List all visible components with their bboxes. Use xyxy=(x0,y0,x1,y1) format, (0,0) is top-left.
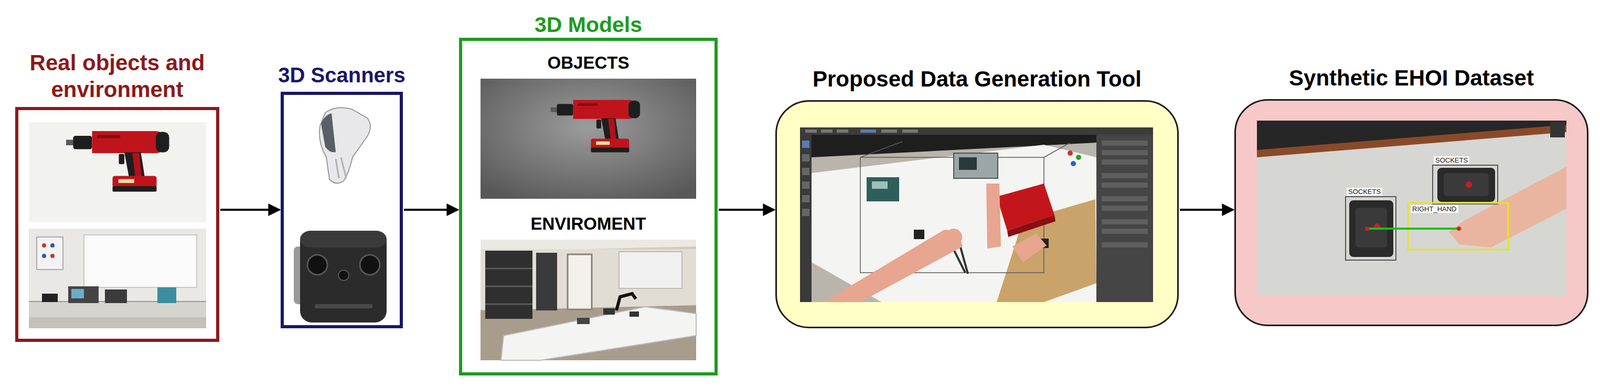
box-heading: Synthetic EHOI Dataset xyxy=(1288,65,1534,92)
handheld-scanner xyxy=(319,107,371,184)
bbox-label: SOCKETS xyxy=(1433,156,1470,165)
box-heading: 3D Scanners xyxy=(278,62,405,88)
flow-arrow xyxy=(220,208,280,211)
box-heading: Real objects and environment xyxy=(12,49,223,103)
flow-arrow xyxy=(1179,208,1234,211)
box-heading: 3D Models xyxy=(534,12,643,38)
tool-screenshot xyxy=(800,127,1154,303)
diagram-box: Real objects and environment xyxy=(15,107,220,343)
diagram-box: 3D Scanners xyxy=(280,91,403,329)
box-heading: OBJECTS xyxy=(547,52,630,74)
diagram-box: 3D ModelsOBJECTSENVIROMENT xyxy=(459,37,718,376)
object-model xyxy=(480,78,697,199)
box-heading: Proposed Data Generation Tool xyxy=(812,66,1142,93)
diagram-box: ENVIROMENT xyxy=(480,239,697,361)
flow-arrow xyxy=(718,208,775,211)
box-heading: ENVIROMENT xyxy=(530,213,646,235)
diagram-box: OBJECTS xyxy=(480,78,697,199)
bbox-label: RIGHT_HAND xyxy=(1410,205,1459,213)
dataset-image xyxy=(1256,120,1567,296)
camera-scanner xyxy=(293,230,387,323)
environment-model xyxy=(480,239,697,361)
bbox-label: SOCKETS xyxy=(1346,187,1383,196)
lab-photo xyxy=(28,228,207,329)
flow-arrow xyxy=(403,208,458,211)
diagram-box: Proposed Data Generation Tool xyxy=(775,100,1179,329)
drill-photo xyxy=(28,122,207,223)
